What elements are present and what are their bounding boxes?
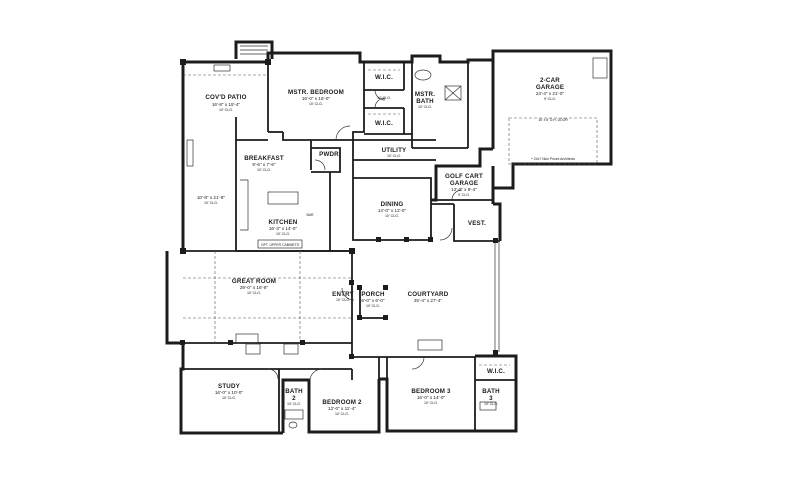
room-vest: VEST.	[468, 220, 486, 227]
room-name: MSTR. BEDROOM	[288, 89, 344, 96]
ceiling-height: 10' CLG.	[336, 298, 350, 302]
room-kitchen: KITCHEN 16'-3" x 14'-0" 10' CLG. OPT. UP…	[261, 219, 300, 247]
room-name: COV'D PATIO	[205, 94, 246, 101]
room-name: W.I.C.	[375, 74, 393, 81]
ceiling-height: 10' CLG.	[377, 96, 391, 100]
room-name-line2: BATH	[416, 98, 434, 105]
cabinets-note: OPT. UPPER CABINETS	[261, 243, 300, 247]
room-courtyard: COURTYARD 25'-4" x 27'-4"	[408, 291, 449, 303]
garage-door-note: 16' x 8' O.H. DOOR	[538, 118, 568, 122]
ceiling-height: 10' CLG.	[335, 412, 349, 416]
ceiling-height: 10' CLG.	[484, 402, 498, 406]
room-dimensions: 10'-8" x 21'-8"	[197, 195, 226, 200]
room-name: BATH	[285, 388, 303, 395]
room-name-line2: GARAGE	[536, 84, 564, 91]
room-dimensions: 24'-4" x 21'-0"	[536, 91, 565, 96]
bar-note: BAR	[307, 213, 315, 217]
room-name: COURTYARD	[408, 291, 449, 298]
room-name: 2-CAR	[540, 77, 560, 84]
doors	[267, 89, 463, 382]
room-utility: UTILITY 10' CLG.	[382, 147, 407, 158]
interior-walls	[183, 60, 516, 433]
room-dining: DINING 14'-0" x 12'-0" 10' CLG.	[378, 201, 407, 218]
ceiling-height: 10' CLG.	[309, 102, 323, 106]
room-bath-3: BATH 3 10' CLG.	[482, 388, 500, 406]
room-dimensions: 12'-0" x 9'-4"	[451, 187, 477, 192]
ceiling-height: 10' CLG.	[204, 201, 218, 205]
room-golf-cart-garage: GOLF CART GARAGE 12'-0" x 9'-4" 9' CLG.	[445, 173, 483, 197]
room-wic-bottom: W.I.C.	[375, 120, 393, 127]
room-name-line2: GARAGE	[450, 180, 478, 187]
room-name: DINING	[381, 201, 404, 208]
room-study: STUDY 16'-0" x 10'-0" 10' CLG.	[215, 383, 244, 400]
room-dimensions: 14'-0" x 12'-0"	[378, 208, 407, 213]
room-breakfast: BREAKFAST 9'-6" x 7'-6" 10' CLG.	[244, 155, 284, 172]
room-bedroom-2: BEDROOM 2 12'-0" x 11'-4" 10' CLG.	[322, 399, 362, 416]
ceiling-height: 10' CLG.	[287, 402, 301, 406]
room-dimensions: 25'-4" x 27'-4"	[414, 298, 443, 303]
ceiling-height: 10' CLG.	[366, 304, 380, 308]
room-dimensions: 29'-0" x 16'-8"	[240, 285, 269, 290]
ceiling-height: 10' CLG.	[257, 168, 271, 172]
room-pwdr: PWDR	[319, 151, 339, 158]
room-dimensions: 16'-0" x 14'-0"	[417, 395, 446, 400]
ceiling-height: 9' CLG.	[544, 97, 556, 101]
room-dimensions: 16'-8" x 15'-4"	[212, 102, 241, 107]
details	[183, 45, 608, 429]
ceiling-height: 10' CLG.	[222, 396, 236, 400]
columns	[180, 59, 498, 359]
room-name: PORCH	[361, 291, 385, 298]
room-wic-top: W.I.C. 10' CLG.	[375, 74, 393, 100]
room-name-line2: 3	[489, 395, 493, 402]
ceiling-height: 10' CLG.	[247, 291, 261, 295]
room-name-line2: 2	[292, 395, 296, 402]
room-covd-patio: COV'D PATIO 16'-8" x 15'-4" 10' CLG.	[205, 94, 246, 112]
ceiling-height: 9' CLG.	[458, 193, 470, 197]
room-name: BEDROOM 2	[322, 399, 362, 406]
room-wic-3: W.I.C.	[487, 368, 505, 375]
room-name: GREAT ROOM	[232, 278, 276, 285]
room-name: BREAKFAST	[244, 155, 284, 162]
ceiling-height: 10' CLG.	[387, 154, 401, 158]
room-name: KITCHEN	[269, 219, 298, 226]
room-bath-2: BATH 2 10' CLG.	[285, 388, 303, 406]
garage-credit-note: + 24x7 Nice Prices Architects	[531, 157, 575, 161]
room-name: VEST.	[468, 220, 486, 227]
room-name: ENTRY	[332, 291, 354, 298]
ceiling-height: 10' CLG.	[276, 232, 290, 236]
ceiling-height: 10' CLG.	[418, 105, 432, 109]
room-name: MSTR.	[415, 91, 435, 98]
room-garage: 2-CAR GARAGE 24'-4" x 21'-0" 9' CLG. 16'…	[531, 77, 575, 161]
room-patio-side: 10'-8" x 21'-8" 10' CLG.	[197, 195, 226, 205]
room-name: PWDR	[319, 151, 339, 158]
room-dimensions: 16'-3" x 14'-0"	[269, 226, 298, 231]
room-porch: PORCH 6'-0" x 6'-0" 10' CLG.	[361, 291, 385, 308]
room-mstr-bedroom: MSTR. BEDROOM 16'-0" x 16'-0" 10' CLG.	[288, 89, 344, 106]
room-name: UTILITY	[382, 147, 407, 154]
room-great-room: GREAT ROOM 29'-0" x 16'-8" 10' CLG.	[232, 278, 276, 295]
room-dimensions: 9'-6" x 7'-6"	[252, 162, 276, 167]
bar-label: BAR	[307, 213, 315, 217]
ceiling-height: 10' CLG.	[219, 108, 233, 112]
room-name: BEDROOM 3	[411, 388, 451, 395]
exterior-walls	[165, 40, 613, 435]
room-name: W.I.C.	[487, 368, 505, 375]
room-name: GOLF CART	[445, 173, 483, 180]
ceiling-height: 10' CLG.	[385, 214, 399, 218]
room-dimensions: 16'-0" x 10'-0"	[215, 390, 244, 395]
room-name: STUDY	[218, 383, 241, 390]
room-name: BATH	[482, 388, 500, 395]
room-dimensions: 16'-0" x 16'-0"	[302, 96, 331, 101]
ceiling-height: 10' CLG.	[424, 401, 438, 405]
room-dimensions: 12'-0" x 11'-4"	[328, 406, 356, 411]
room-mstr-bath: MSTR. BATH 10' CLG.	[415, 91, 435, 109]
room-entry: ENTRY 10' CLG.	[332, 291, 354, 302]
room-dimensions: 6'-0" x 6'-0"	[361, 298, 385, 303]
room-bedroom-3: BEDROOM 3 16'-0" x 14'-0" 10' CLG.	[411, 388, 451, 405]
room-name: W.I.C.	[375, 120, 393, 127]
